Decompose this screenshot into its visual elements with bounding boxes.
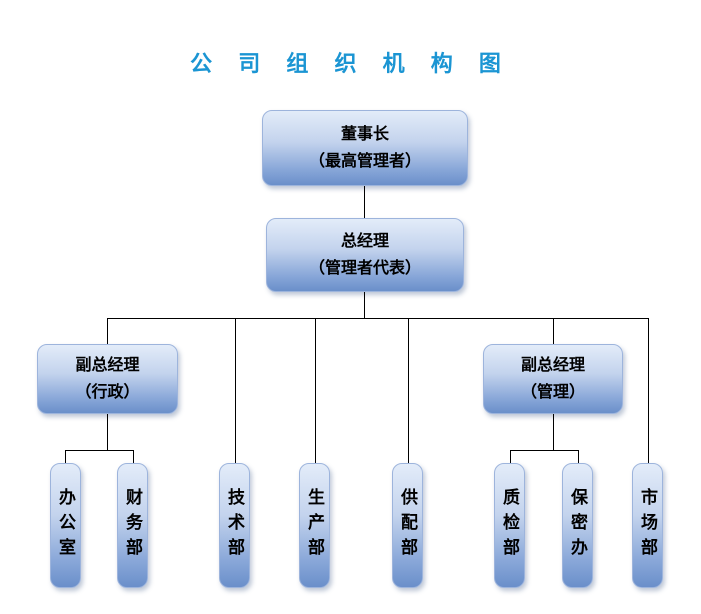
node-deputy-admin-subtitle: （行政）	[75, 383, 140, 401]
node-dept-technology: 技术部	[219, 463, 250, 588]
node-deputy-management: 副总经理 （管理）	[483, 344, 623, 414]
connector-line	[510, 450, 511, 463]
node-dept-technology-label: 技术部	[225, 488, 244, 563]
connector-line	[553, 414, 554, 450]
node-deputy-admin: 副总经理 （行政）	[37, 344, 178, 414]
connector-line	[133, 450, 134, 463]
connector-line	[364, 292, 365, 318]
connector-line	[107, 414, 108, 450]
connector-line	[235, 318, 236, 463]
node-chairman-subtitle: （最高管理者）	[308, 152, 421, 170]
connector-line	[648, 318, 649, 463]
connector-line	[578, 450, 579, 463]
connector-line	[107, 318, 649, 319]
connector-line	[408, 318, 409, 463]
node-chairman: 董事长 （最高管理者）	[262, 110, 468, 186]
node-dept-quality-label: 质检部	[500, 488, 519, 563]
connector-line	[315, 318, 316, 463]
connector-line	[510, 450, 579, 451]
node-dept-office-label: 办公室	[56, 488, 75, 563]
node-deputy-management-subtitle: （管理）	[520, 383, 585, 401]
node-dept-quality: 质检部	[494, 463, 525, 588]
node-dept-office: 办公室	[50, 463, 81, 588]
node-dept-supply-label: 供配部	[398, 488, 417, 563]
connector-line	[364, 186, 365, 218]
node-dept-finance-label: 财务部	[123, 488, 142, 563]
node-chairman-title: 董事长	[340, 126, 389, 144]
node-dept-market-label: 市场部	[638, 488, 657, 563]
node-dept-market: 市场部	[632, 463, 663, 588]
connector-line	[553, 318, 554, 344]
node-general-manager: 总经理 （管理者代表）	[266, 218, 464, 292]
org-chart-title: 公 司 组 织 机 构 图	[190, 51, 511, 76]
node-general-manager-subtitle: （管理者代表）	[308, 259, 421, 277]
node-dept-production: 生产部	[299, 463, 330, 588]
connector-line	[65, 450, 134, 451]
node-deputy-admin-title: 副总经理	[75, 357, 140, 375]
connector-line	[65, 450, 66, 463]
node-dept-finance: 财务部	[117, 463, 148, 588]
node-dept-confidentiality-label: 保密办	[568, 488, 587, 563]
node-dept-supply: 供配部	[392, 463, 423, 588]
node-general-manager-title: 总经理	[340, 233, 389, 251]
node-dept-confidentiality: 保密办	[562, 463, 593, 588]
node-dept-production-label: 生产部	[305, 488, 324, 563]
node-deputy-management-title: 副总经理	[520, 357, 585, 375]
connector-line	[107, 318, 108, 344]
